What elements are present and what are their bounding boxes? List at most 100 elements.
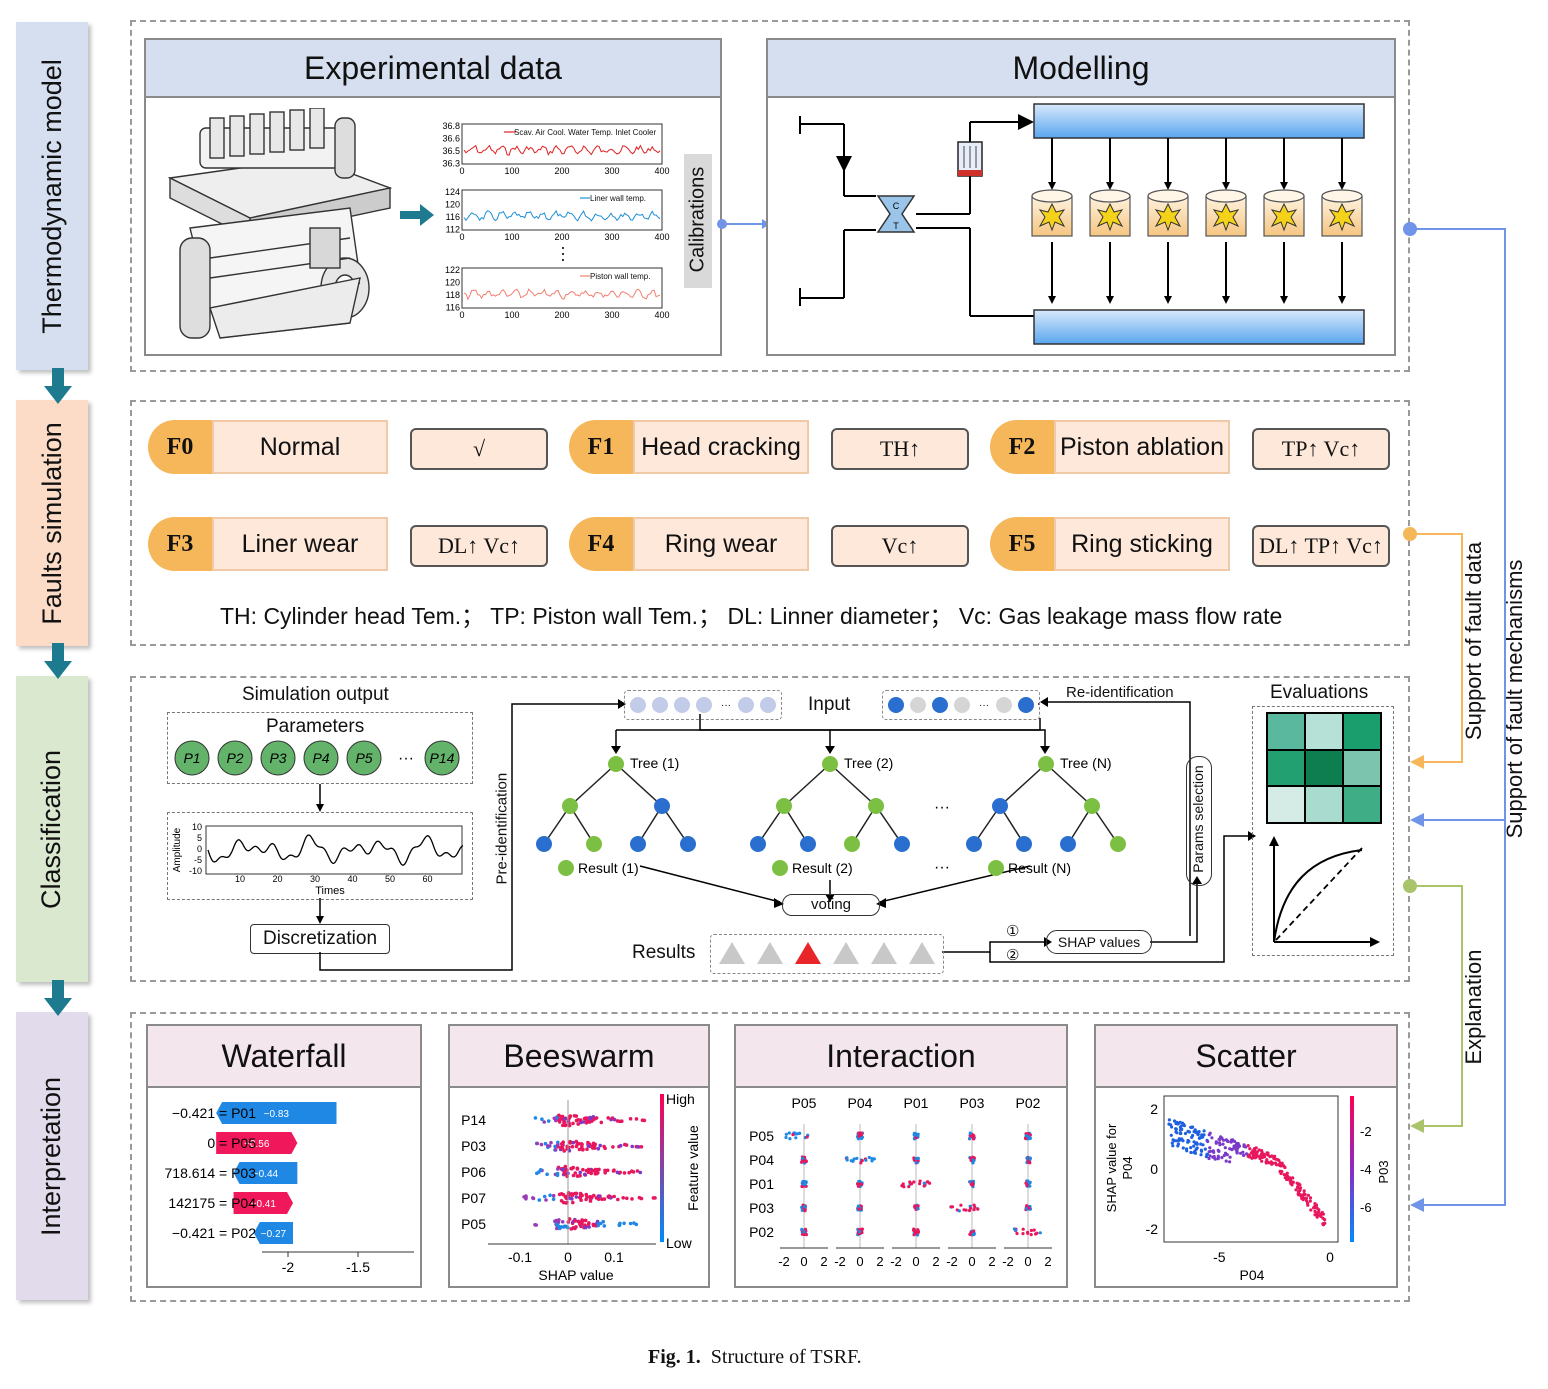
fault-name: Normal: [212, 420, 388, 474]
scatter-dot: [1202, 1133, 1206, 1137]
beeswarm-dot: [590, 1168, 595, 1173]
beeswarm-high-label: High: [666, 1091, 695, 1107]
scatter-dot: [1230, 1147, 1234, 1151]
result-triangle: [795, 942, 821, 964]
support-connectors: [1403, 222, 1506, 1212]
interaction-dot: [968, 1136, 972, 1141]
beeswarm-dot: [639, 1145, 644, 1149]
input-node: [996, 697, 1012, 713]
beeswarm-feature-label: P03: [461, 1138, 486, 1154]
beeswarm-dot: [618, 1170, 622, 1175]
cylinder-top: [1321, 189, 1363, 203]
scatter-dot: [1216, 1148, 1220, 1152]
interaction-tick-label: 0: [1024, 1254, 1031, 1269]
interaction-dot: [804, 1233, 808, 1237]
interaction-tick-label: -2: [834, 1254, 846, 1269]
scatter-dot: [1265, 1158, 1269, 1162]
scatter-dot: [1242, 1153, 1246, 1157]
tree-leaf: [1016, 836, 1032, 852]
beeswarm-dot: [586, 1167, 591, 1172]
circle-one: ①: [1006, 923, 1020, 940]
interaction-tick-label: -2: [1002, 1254, 1014, 1269]
waterfall-row-label: 0 = P05: [207, 1135, 256, 1151]
interaction-dot: [922, 1184, 926, 1188]
scatter-dot: [1251, 1149, 1255, 1153]
input-nodes-pre: ···: [630, 697, 776, 713]
scatter-dot: [1187, 1139, 1191, 1143]
scatter-dot: [1248, 1147, 1252, 1151]
calibrations-label: Calibrations: [686, 166, 709, 273]
x-tick-label: 300: [604, 310, 619, 320]
tree-node: [776, 798, 792, 814]
interaction-dot: [912, 1156, 916, 1160]
interaction-dot: [976, 1207, 980, 1211]
amp-x-tick: 30: [310, 874, 320, 884]
scatter-y-tick: 0: [1150, 1161, 1158, 1177]
beeswarm-dot: [581, 1218, 585, 1223]
heatmap-cell: [1344, 787, 1380, 822]
scatter-dot: [1192, 1144, 1196, 1148]
fault-effect-f0: √: [410, 428, 548, 470]
interaction-dot: [1034, 1232, 1038, 1236]
interaction-dot: [858, 1182, 862, 1186]
plot-frame: [461, 123, 663, 165]
series-line: [463, 288, 661, 301]
interaction-dot: [925, 1180, 929, 1184]
beeswarm-dot: [583, 1218, 588, 1223]
waterfall-row-label: 718.614 = P03: [165, 1165, 257, 1181]
tree-leaf: [800, 836, 816, 852]
result-label: Result (2): [792, 860, 853, 876]
beeswarm-dot: [628, 1221, 633, 1226]
beeswarm-dot: [533, 1116, 538, 1120]
beeswarm-dot: [555, 1171, 560, 1176]
voting-box: voting: [782, 894, 880, 916]
scatter-dot: [1211, 1155, 1215, 1159]
interaction-dot: [971, 1183, 975, 1187]
interaction-dot: [915, 1133, 919, 1137]
combustion-icon: [1096, 202, 1124, 232]
x-tick-label: 200: [554, 310, 569, 320]
beeswarm-dot: [549, 1140, 553, 1145]
interaction-dot: [922, 1181, 926, 1185]
beeswarm-dot: [571, 1200, 575, 1205]
beeswarm-dot: [592, 1142, 597, 1147]
params-selection-label: Params selection: [1190, 765, 1206, 873]
input-ellipsis: ···: [979, 700, 989, 711]
scatter-dot: [1314, 1213, 1318, 1217]
beeswarm-dot: [622, 1221, 626, 1226]
input-node: [630, 697, 646, 713]
results-triangles: [719, 942, 935, 964]
interaction-dot: [916, 1207, 920, 1211]
beeswarm-dot: [522, 1195, 526, 1199]
faults-container: [130, 400, 1410, 646]
params-selection-box: [1186, 756, 1212, 886]
beeswarm-dot: [630, 1197, 634, 1201]
heatmap-cell: [1268, 787, 1304, 822]
scatter-dot: [1212, 1150, 1216, 1154]
result-ellipsis: ···: [934, 859, 950, 876]
scatter-dot: [1220, 1156, 1224, 1160]
interaction-dot: [1027, 1135, 1031, 1139]
scatter-dot: [1172, 1119, 1177, 1123]
scatter-dot: [1219, 1135, 1223, 1139]
scatter-dot: [1274, 1163, 1279, 1167]
beeswarm-dot: [571, 1165, 575, 1170]
interaction-dot: [856, 1184, 860, 1188]
circle-two: ②: [1006, 947, 1020, 964]
scatter-colorbar: [1350, 1096, 1354, 1242]
amp-y-tick: 0: [197, 844, 202, 854]
exhaust-arrow: [1222, 296, 1230, 304]
beeswarm-dot: [559, 1192, 564, 1196]
param-node: [174, 740, 210, 776]
interaction-dot: [800, 1227, 804, 1231]
beeswarm-tick-label: 0: [564, 1249, 572, 1265]
cylinder-top: [1031, 189, 1073, 203]
param-label: P2: [226, 750, 243, 766]
legend-2: Liner wall temp.: [590, 194, 647, 203]
interaction-col-label: P04: [848, 1095, 873, 1111]
engine-model-diagram: C T: [799, 103, 1365, 345]
beeswarm-dot: [598, 1221, 603, 1226]
waterfall-bar: [233, 1192, 293, 1214]
